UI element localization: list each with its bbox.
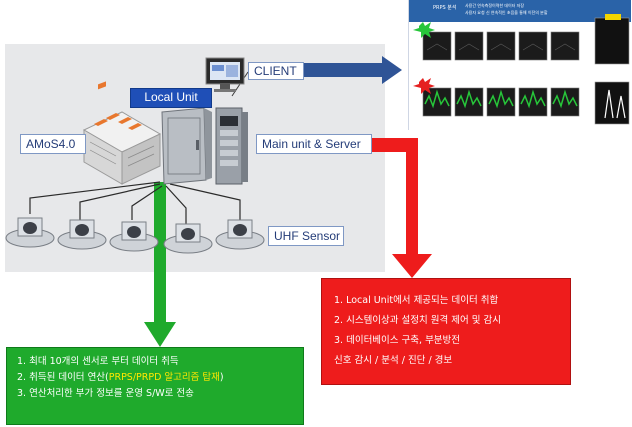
amos-device-icon: [82, 81, 162, 185]
client-arrow: [304, 56, 402, 84]
starburst-icon: [413, 78, 435, 94]
client-screen-graphics: [413, 14, 630, 125]
red-line-1: 1. Local Unit에서 제공되는 데이터 취합: [334, 295, 499, 306]
green-line-3: 3. 연산처리한 부가 정보를 운영 S/W로 전송: [17, 388, 194, 399]
sensor-cables: [29, 181, 241, 224]
screen-title: PRPS 분석: [433, 5, 457, 11]
server-rack-icon: [215, 107, 248, 185]
client-label: CLIENT: [248, 62, 304, 80]
screen-desc-2: 사용자 요청 신 연속적인 초음을 통해 이전의 분할: [465, 10, 548, 15]
green-line-1: 1. 최대 10개의 센서로 부터 데이터 취득: [17, 356, 179, 367]
server-functions-box: 1. Local Unit에서 제공되는 데이터 취합 2. 시스템이상과 설정…: [321, 278, 571, 385]
monitor-icon: [205, 57, 245, 92]
algorithm-highlight: PRPS/PRPD 알고리즘 탑재: [108, 372, 220, 383]
main-unit-label: Main unit & Server: [256, 134, 372, 154]
uhf-sensor-label: UHF Sensor: [268, 226, 344, 246]
prps-3d-row-bottom: [422, 81, 630, 125]
uhf-sensor-icon: [215, 219, 265, 250]
client-screenshot-header: PRPS 분석 사용간 연속측정이력한 데이터 저장 사용자 요청 신 연속적인…: [409, 0, 631, 22]
uhf-sensor-icon: [109, 221, 159, 252]
uhf-sensor-icon: [163, 223, 213, 254]
starburst-icon: [413, 22, 435, 38]
local-unit-functions-box: 1. 최대 10개의 센서로 부터 데이터 취득 2. 취득된 데이터 연산(P…: [6, 347, 304, 425]
uhf-sensor-icon: [57, 219, 107, 250]
screen-desc-1: 사용간 연속측정이력한 데이터 저장: [465, 3, 525, 8]
red-line-3: 3. 데이터베이스 구축, 부분방전: [334, 335, 461, 346]
local-unit-label: Local Unit: [130, 88, 212, 108]
control-cabinet-icon: [161, 107, 212, 185]
prps-3d-row-top: [422, 14, 630, 65]
green-arrow: [144, 182, 176, 347]
amos-label: AMoS4.0: [20, 134, 86, 154]
red-line-2: 2. 시스템이상과 설정치 원격 제어 및 감시: [334, 315, 502, 326]
uhf-sensor-icon: [5, 217, 55, 248]
red-arrow: [372, 138, 432, 278]
green-line-2: 2. 취득된 데이터 연산(PRPS/PRPD 알고리즘 탑재): [17, 372, 224, 383]
red-line-4: 신호 감시 / 분석 / 진단 / 경보: [334, 355, 453, 366]
client-screenshot: PRPS 분석 사용간 연속측정이력한 데이터 저장 사용자 요청 신 연속적인…: [408, 0, 631, 130]
